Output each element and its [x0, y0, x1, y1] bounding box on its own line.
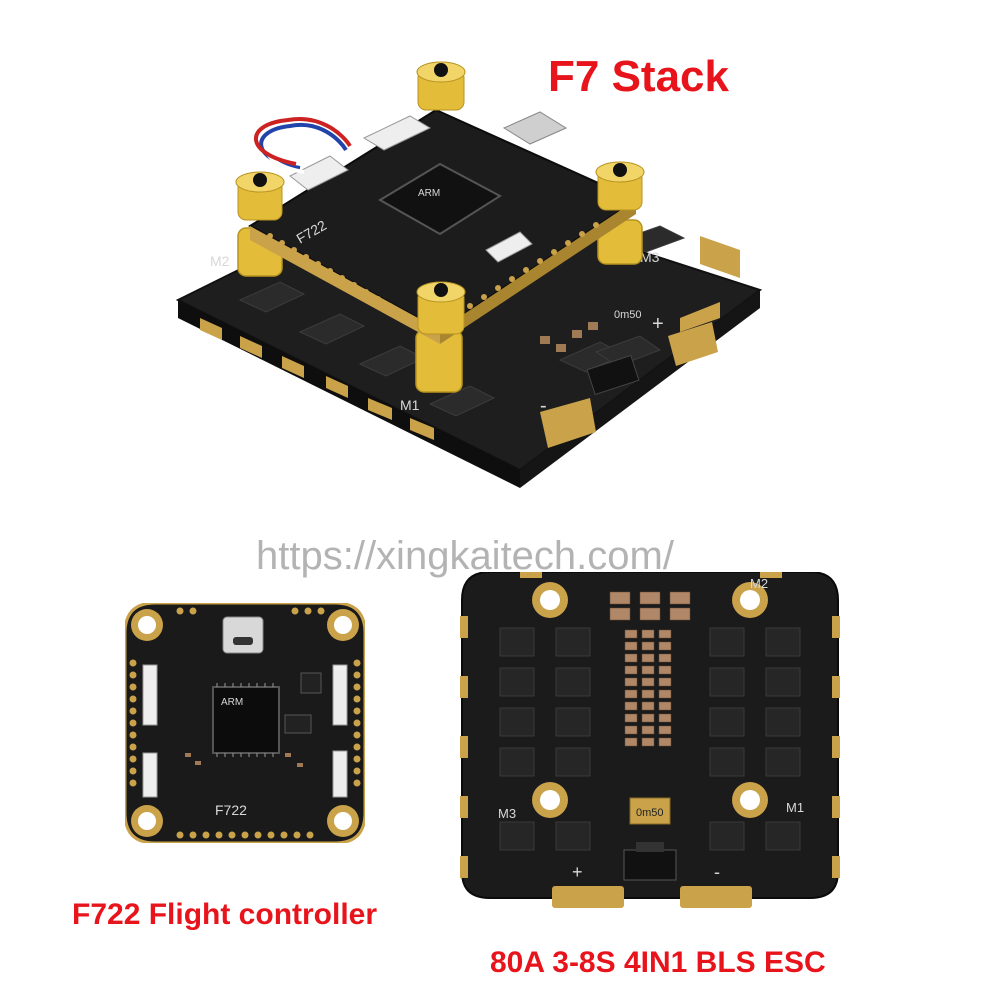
fc-model-label: F722 [215, 802, 247, 818]
stack-esc-resistor-label: 0m50 [614, 309, 642, 321]
stack-usb-c-port [502, 111, 568, 145]
title: F7 Stack [548, 52, 729, 101]
esc-capacitor-bank [609, 591, 691, 747]
esc-board: 0m50 M2 M3 M1 + - [460, 572, 840, 908]
stack-fc-board: ARM F722 [248, 108, 639, 344]
esc-mosfet-chip [499, 627, 801, 851]
fc-board: ARM F722 [125, 603, 365, 843]
fc-mounting-hole [131, 609, 359, 837]
fc-chip-brand-label: ARM [221, 697, 243, 708]
fc-mcu-chip [212, 686, 280, 754]
watermark-url: https://xingkaitech.com/ [256, 534, 674, 578]
esc-label-minus: - [714, 862, 720, 882]
stack-esc-label-m2: M2 [210, 253, 230, 269]
esc-caption: 80A 3-8S 4IN1 BLS ESC [490, 946, 826, 979]
stack-esc-label-m3: M3 [640, 249, 660, 265]
esc-mounting-hole [532, 582, 768, 818]
esc-label-m2: M2 [750, 576, 768, 591]
stack-cable [254, 116, 352, 174]
stack-esc-label-m1: M1 [400, 397, 420, 413]
fc-board-photo: ARM F722 [125, 603, 365, 843]
esc-resistor-label: 0m50 [636, 807, 664, 819]
stack-fc-chip-brand: ARM [418, 188, 440, 199]
fc-usb-c-port [222, 616, 264, 654]
fc-caption: F722 Flight controller [72, 898, 378, 931]
esc-label-m3: M3 [498, 806, 516, 821]
stack-standoffs-upper [235, 61, 645, 335]
stack-esc-label-minus: - [540, 395, 547, 417]
esc-board-photo: 0m50 M2 M3 M1 + - [460, 572, 840, 908]
esc-label-plus: + [572, 862, 583, 882]
esc-label-m1: M1 [786, 800, 804, 815]
stack-esc-label-plus: + [652, 313, 664, 335]
